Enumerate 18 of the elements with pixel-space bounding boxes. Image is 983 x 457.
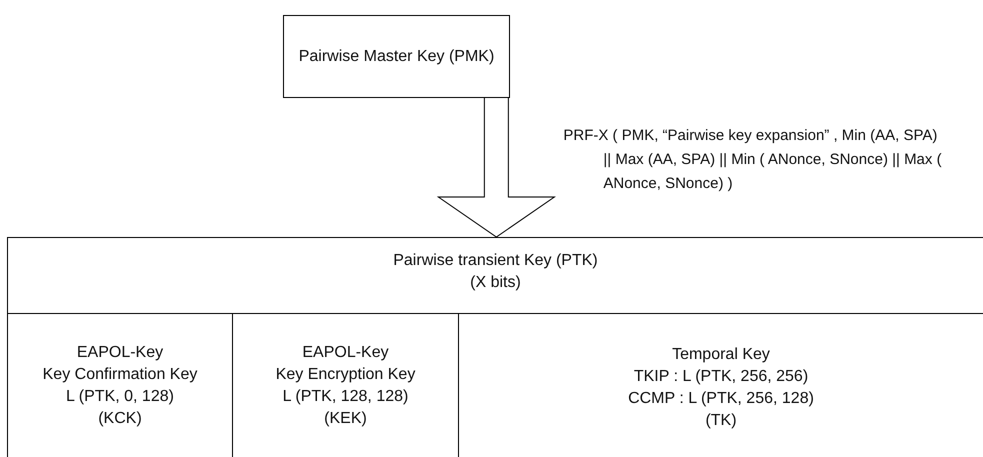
key-label: EAPOL-Key bbox=[76, 343, 164, 363]
key-label: EAPOL-Key bbox=[302, 343, 389, 363]
key-table bbox=[7, 237, 983, 457]
key-label: (TK) bbox=[705, 411, 737, 431]
key-label: CCMP : L (PTK, 256, 128) bbox=[628, 389, 814, 409]
key-label: (KCK) bbox=[98, 409, 142, 429]
key-label: (X bits) bbox=[470, 273, 521, 293]
key-label: Key Encryption Key bbox=[276, 365, 416, 385]
key-label: Temporal Key bbox=[672, 345, 770, 365]
key-label: L (PTK, 0, 128) bbox=[66, 387, 174, 407]
key-label: Pairwise Master Key (PMK) bbox=[298, 47, 494, 67]
block-arrow bbox=[436, 96, 556, 238]
key-label: Pairwise transient Key (PTK) bbox=[393, 251, 598, 271]
key-box bbox=[283, 15, 510, 98]
key-label: (KEK) bbox=[324, 409, 367, 429]
key-label: L (PTK, 128, 128) bbox=[282, 387, 408, 407]
key-label: Key Confirmation Key bbox=[42, 365, 198, 385]
key-label: TKIP : L (PTK, 256, 256) bbox=[634, 367, 808, 387]
